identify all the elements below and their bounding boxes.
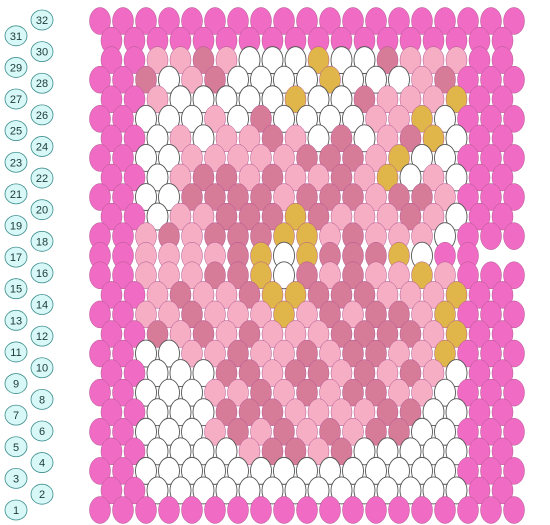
row-number-text: 28 bbox=[36, 78, 48, 90]
row-number-text: 2 bbox=[39, 489, 45, 501]
row-number-text: 24 bbox=[36, 141, 48, 153]
row-number-text: 23 bbox=[10, 157, 22, 169]
row-number-label: 29 bbox=[5, 57, 27, 77]
row-number-label: 30 bbox=[31, 42, 53, 62]
row-number-label: 8 bbox=[31, 389, 53, 409]
row-number-text: 10 bbox=[36, 363, 48, 375]
row-number-label: 6 bbox=[31, 421, 53, 441]
row-number-text: 9 bbox=[13, 379, 19, 391]
row-number-text: 21 bbox=[10, 189, 22, 201]
row-number-text: 14 bbox=[36, 300, 48, 312]
row-number-text: 16 bbox=[36, 268, 48, 280]
row-number-text: 31 bbox=[10, 31, 22, 43]
bead bbox=[366, 497, 387, 524]
row-number-label: 24 bbox=[31, 136, 53, 156]
row-number-text: 1 bbox=[13, 505, 19, 517]
row-number-text: 6 bbox=[39, 426, 45, 438]
row-number-label: 22 bbox=[31, 168, 53, 188]
row-number-label: 2 bbox=[31, 484, 53, 504]
row-number-text: 8 bbox=[39, 394, 45, 406]
row-number-label: 1 bbox=[5, 500, 27, 520]
row-number-label: 27 bbox=[5, 89, 27, 109]
row-number-text: 17 bbox=[10, 252, 22, 264]
row-number-label: 28 bbox=[31, 73, 53, 93]
row-number-label: 3 bbox=[5, 468, 27, 488]
row-number-text: 12 bbox=[36, 331, 48, 343]
row-number-label: 19 bbox=[5, 215, 27, 235]
bead bbox=[90, 497, 111, 524]
row-number-label: 26 bbox=[31, 105, 53, 125]
row-number-label: 31 bbox=[5, 26, 27, 46]
bead bbox=[412, 497, 433, 524]
row-number-label: 14 bbox=[31, 295, 53, 315]
row-number-label: 18 bbox=[31, 231, 53, 251]
row-number-label: 5 bbox=[5, 437, 27, 457]
row-number-label: 25 bbox=[5, 121, 27, 141]
bead bbox=[113, 497, 134, 524]
row-number-label: 32 bbox=[31, 10, 53, 30]
row-number-text: 32 bbox=[36, 15, 48, 27]
row-number-label: 9 bbox=[5, 374, 27, 394]
row-number-text: 15 bbox=[10, 284, 22, 296]
row-number-text: 11 bbox=[10, 347, 21, 359]
bead bbox=[481, 497, 502, 524]
row-number-text: 27 bbox=[10, 94, 22, 106]
row-number-text: 7 bbox=[13, 410, 19, 422]
row-number-labels: 1234567891011121314151617181920212223242… bbox=[5, 10, 53, 520]
row-number-label: 17 bbox=[5, 247, 27, 267]
bead bbox=[458, 497, 479, 524]
row-number-text: 30 bbox=[36, 47, 48, 59]
row-number-text: 4 bbox=[39, 458, 45, 470]
row-number-label: 4 bbox=[31, 453, 53, 473]
row-number-text: 13 bbox=[10, 315, 22, 327]
row-number-text: 20 bbox=[36, 205, 48, 217]
bead bbox=[504, 223, 525, 250]
bead bbox=[251, 497, 272, 524]
row-number-text: 18 bbox=[36, 236, 48, 248]
bead bbox=[343, 497, 364, 524]
row-number-text: 22 bbox=[36, 173, 48, 185]
row-number-label: 15 bbox=[5, 279, 27, 299]
bead bbox=[435, 497, 456, 524]
row-number-label: 13 bbox=[5, 310, 27, 330]
bead bbox=[389, 497, 410, 524]
row-number-text: 25 bbox=[10, 126, 22, 138]
row-number-text: 19 bbox=[10, 220, 22, 232]
bead bbox=[182, 497, 203, 524]
bead bbox=[205, 497, 226, 524]
bead-grid bbox=[90, 8, 525, 524]
bead bbox=[297, 497, 318, 524]
bead bbox=[320, 497, 341, 524]
bead bbox=[159, 497, 180, 524]
row-number-label: 11 bbox=[5, 342, 27, 362]
row-number-label: 10 bbox=[31, 358, 53, 378]
bead bbox=[228, 497, 249, 524]
bead bbox=[481, 223, 502, 250]
row-number-text: 3 bbox=[13, 473, 19, 485]
row-number-label: 7 bbox=[5, 405, 27, 425]
row-number-text: 29 bbox=[10, 62, 22, 74]
row-number-label: 16 bbox=[31, 263, 53, 283]
row-number-label: 12 bbox=[31, 326, 53, 346]
row-number-text: 26 bbox=[36, 110, 48, 122]
row-number-text: 5 bbox=[13, 442, 19, 454]
bead bbox=[274, 497, 295, 524]
row-number-label: 20 bbox=[31, 200, 53, 220]
row-number-label: 21 bbox=[5, 184, 27, 204]
row-number-label: 23 bbox=[5, 152, 27, 172]
bead bbox=[504, 497, 525, 524]
bead bbox=[136, 497, 157, 524]
